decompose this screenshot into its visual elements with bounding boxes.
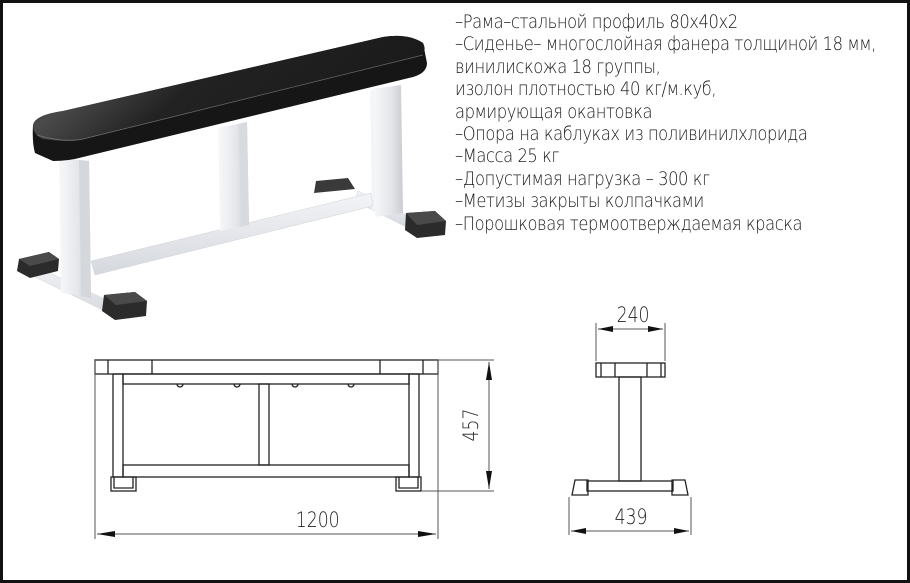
spec-item: –Масса 25 кг — [455, 145, 560, 168]
bench-render — [17, 35, 446, 320]
spec-item: –Порошковая термоотверждаемая краска — [455, 212, 803, 235]
side-view-drawing — [568, 323, 692, 535]
spec-item: изолон плотностью 40 кг/м.куб, — [455, 78, 717, 101]
foot-icon — [314, 178, 355, 193]
seat-width-dimension: 240 — [616, 303, 650, 327]
spec-item: –Опора на каблуках из поливинилхлорида — [455, 123, 808, 146]
front-view-drawing — [94, 359, 494, 539]
base-width-dimension: 439 — [614, 505, 648, 529]
spec-item: –Допустимая нагрузка – 300 кг — [455, 167, 710, 190]
length-dimension: 1200 — [295, 508, 340, 532]
spec-item: –Рама–стальной профиль 80х40х2 — [455, 11, 738, 33]
spec-item: винилискожа 18 группы, — [455, 55, 661, 78]
spec-item: –Метизы закрыты колпачками — [455, 190, 704, 213]
height-dimension: 457 — [459, 408, 484, 442]
spec-list: –Рама–стальной профиль 80х40х2 –Сиденье–… — [455, 11, 876, 235]
spec-item: –Сиденье– многослойная фанера толщиной 1… — [455, 33, 876, 56]
spec-item: армирующая окантовка — [455, 100, 653, 123]
